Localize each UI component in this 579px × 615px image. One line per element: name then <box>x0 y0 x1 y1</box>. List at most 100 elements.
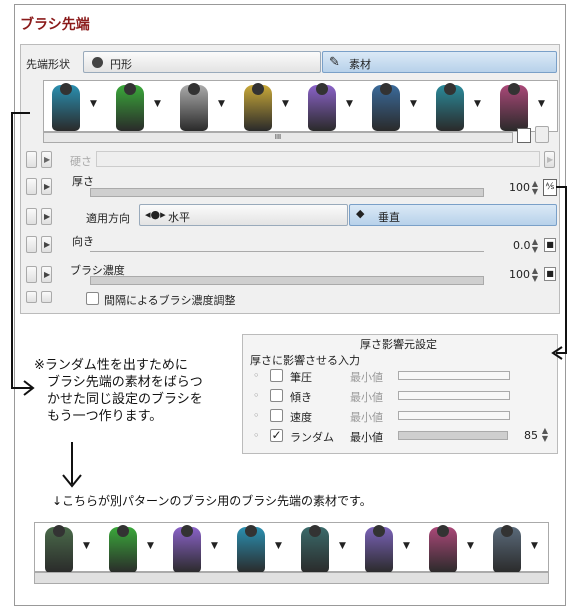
tip-menu-icon[interactable]: ▼ <box>154 99 161 109</box>
tip-menu-icon[interactable]: ▼ <box>211 541 218 551</box>
direction-slider[interactable] <box>90 246 484 252</box>
tip-menu-icon[interactable]: ▼ <box>403 541 410 551</box>
thickness-value: 100 <box>509 181 530 194</box>
tip-menu-icon[interactable]: ▼ <box>467 541 474 551</box>
density-effect-icon[interactable]: ■ <box>544 267 556 281</box>
tip-menu-icon[interactable]: ▼ <box>531 541 538 551</box>
input-source-checkbox[interactable] <box>270 369 283 382</box>
tip-menu-icon[interactable]: ▼ <box>83 541 90 551</box>
thickness-slider[interactable] <box>90 188 484 197</box>
vertical-button[interactable]: ◆ 垂直 <box>349 204 557 226</box>
min-value-label: 最小値 <box>350 371 383 384</box>
brush-tip-thumbnail[interactable] <box>45 525 73 573</box>
min-value-spinner[interactable]: ▲▼ <box>541 426 549 443</box>
material-icon: ✎ <box>329 55 340 70</box>
brush-tip-thumbnail[interactable] <box>429 525 457 573</box>
brush-tip-thumbnail[interactable] <box>500 83 528 131</box>
hardness-toggle[interactable] <box>26 151 37 168</box>
brush-tip-thumbnail[interactable] <box>493 525 521 573</box>
note-line-4: もう一つ作ります。 <box>47 409 163 424</box>
hardness-slider[interactable] <box>96 151 540 167</box>
brush-tip-thumbnail[interactable] <box>308 83 336 131</box>
apply-dir-expand[interactable]: ▶ <box>41 208 52 225</box>
circle-icon <box>92 57 103 68</box>
brush-tip-thumbnail[interactable] <box>301 525 329 573</box>
thickness-toggle[interactable] <box>26 178 37 195</box>
tip-menu-icon[interactable]: ▼ <box>474 99 481 109</box>
material-label: 素材 <box>349 58 371 71</box>
brush-tip-thumbnail[interactable] <box>116 83 144 131</box>
left-bracket-line <box>11 112 32 389</box>
note-line-2: ブラシ先端の素材をばらつ <box>47 375 203 390</box>
min-value-slider[interactable] <box>398 391 510 400</box>
brush-tip-thumbnail[interactable] <box>365 525 393 573</box>
min-value-slider[interactable] <box>398 411 510 420</box>
circle-button[interactable]: 円形 <box>83 51 321 73</box>
thickness-spinner[interactable]: ▲▼ <box>531 179 539 196</box>
add-tip-icon[interactable] <box>517 128 531 143</box>
input-source-icon: ◦ <box>253 429 260 442</box>
tip-menu-icon[interactable]: ▼ <box>339 541 346 551</box>
brush-tip-thumbnail[interactable] <box>52 83 80 131</box>
brush-tip-strip[interactable]: ▼ ▼ ▼ ▼ ▼ ▼ ▼ ▼ <box>43 80 558 132</box>
hardness-arrow[interactable]: ▶ <box>544 151 555 168</box>
note-line-1: ※ランダム性を出すために <box>34 358 188 373</box>
tip-menu-icon[interactable]: ▼ <box>282 99 289 109</box>
density-expand[interactable]: ▶ <box>41 266 52 283</box>
min-value-slider[interactable] <box>398 431 508 440</box>
brush-tip-thumbnail[interactable] <box>372 83 400 131</box>
direction-effect-icon[interactable]: ■ <box>544 238 556 252</box>
alt-tip-scrollbar[interactable] <box>34 572 549 584</box>
density-slider[interactable] <box>90 276 484 285</box>
tip-menu-icon[interactable]: ▼ <box>90 99 97 109</box>
min-value-slider[interactable] <box>398 371 510 380</box>
tip-menu-icon[interactable]: ▼ <box>410 99 417 109</box>
density-label: ブラシ濃度 <box>70 264 125 277</box>
brush-tip-thumbnail[interactable] <box>109 525 137 573</box>
input-source-icon: ◦ <box>253 369 260 382</box>
input-source-checkbox[interactable]: ✓ <box>270 428 283 442</box>
density-spinner[interactable]: ▲▼ <box>531 266 539 283</box>
apply-dir-toggle[interactable] <box>26 208 37 225</box>
brush-tip-thumbnail[interactable] <box>173 525 201 573</box>
tip-scrollbar[interactable]: III <box>43 132 513 143</box>
material-button[interactable]: ✎ 素材 <box>322 51 557 73</box>
brush-tip-thumbnail[interactable] <box>244 83 272 131</box>
brush-tip-thumbnail[interactable] <box>237 525 265 573</box>
input-source-checkbox[interactable] <box>270 409 283 422</box>
alt-brush-tip-strip[interactable]: ▼ ▼ ▼ ▼ ▼ ▼ ▼ ▼ <box>34 522 549 573</box>
tip-menu-icon[interactable]: ▼ <box>538 99 545 109</box>
interval-toggle[interactable] <box>26 291 37 303</box>
note-line-3: かせた同じ設定のブラシを <box>47 392 203 407</box>
vertical-label: 垂直 <box>378 211 400 224</box>
tip-menu-icon[interactable]: ▼ <box>218 99 225 109</box>
thickness-expand[interactable]: ▶ <box>41 178 52 195</box>
min-value-label: 最小値 <box>350 411 383 424</box>
hardness-expand[interactable]: ▶ <box>41 151 52 168</box>
direction-toggle[interactable] <box>26 236 37 253</box>
horizontal-icon: ◂●▸ <box>145 208 166 221</box>
density-toggle[interactable] <box>26 266 37 283</box>
circle-label: 円形 <box>110 58 132 71</box>
apply-dir-label: 適用方向 <box>86 212 130 225</box>
interval-density-checkbox[interactable] <box>86 292 99 305</box>
vertical-icon: ◆ <box>356 207 365 220</box>
scroll-grip: III <box>274 133 282 141</box>
tip-menu-icon[interactable]: ▼ <box>346 99 353 109</box>
min-value-label: 最小値 <box>350 391 383 404</box>
direction-expand[interactable]: ▶ <box>41 236 52 253</box>
brush-tip-thumbnail[interactable] <box>436 83 464 131</box>
horizontal-button[interactable]: ◂●▸ 水平 <box>139 204 348 226</box>
delete-tip-icon[interactable] <box>535 126 549 143</box>
thickness-label: 厚さ <box>72 175 94 188</box>
input-source-icon: ◦ <box>253 389 260 402</box>
tip-shape-label: 先端形状 <box>26 58 70 71</box>
interval-expand[interactable] <box>41 291 52 303</box>
input-source-checkbox[interactable] <box>270 389 283 402</box>
direction-spinner[interactable]: ▲▼ <box>531 237 539 254</box>
tip-menu-icon[interactable]: ▼ <box>147 541 154 551</box>
min-value-number: 85 <box>524 429 538 442</box>
tip-menu-icon[interactable]: ▼ <box>275 541 282 551</box>
brush-tip-thumbnail[interactable] <box>180 83 208 131</box>
